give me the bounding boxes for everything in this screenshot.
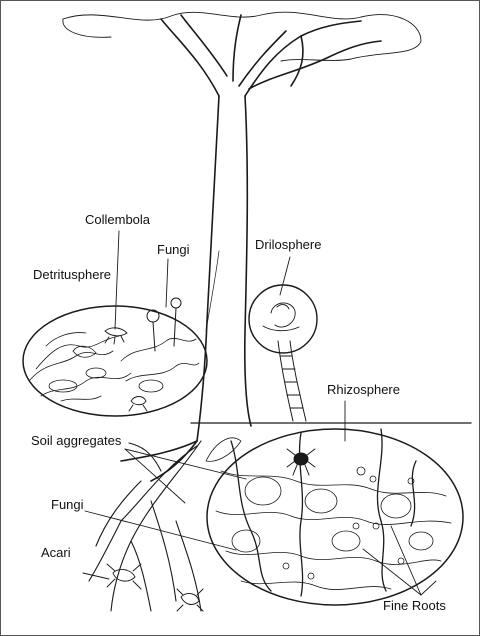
acari-figure-soil	[106, 563, 204, 612]
label-rhizosphere: Rhizosphere	[327, 382, 400, 397]
drilosphere-zone	[248, 284, 318, 422]
label-acari: Acari	[41, 545, 71, 560]
label-soil-aggregates: Soil aggregates	[31, 433, 122, 448]
detritusphere-zone	[22, 297, 208, 417]
label-collembola: Collembola	[85, 212, 151, 227]
tree-canopy	[62, 11, 422, 62]
label-drilosphere: Drilosphere	[255, 237, 322, 252]
collembola-figure	[104, 327, 148, 412]
acari-figure-rhizosphere	[286, 448, 316, 476]
rhizosphere-zone	[205, 428, 464, 606]
label-fine-roots: Fine Roots	[383, 598, 446, 613]
tree-trunk	[120, 14, 382, 482]
label-detritusphere: Detritusphere	[33, 267, 112, 282]
fungi-fruiting-bodies	[146, 297, 182, 352]
label-fungi-bottom: Fungi	[51, 497, 84, 512]
callout-lines	[82, 230, 437, 596]
label-fungi-top: Fungi	[157, 242, 190, 257]
earthworm-burrow	[277, 340, 307, 422]
tree-roots	[88, 440, 202, 612]
